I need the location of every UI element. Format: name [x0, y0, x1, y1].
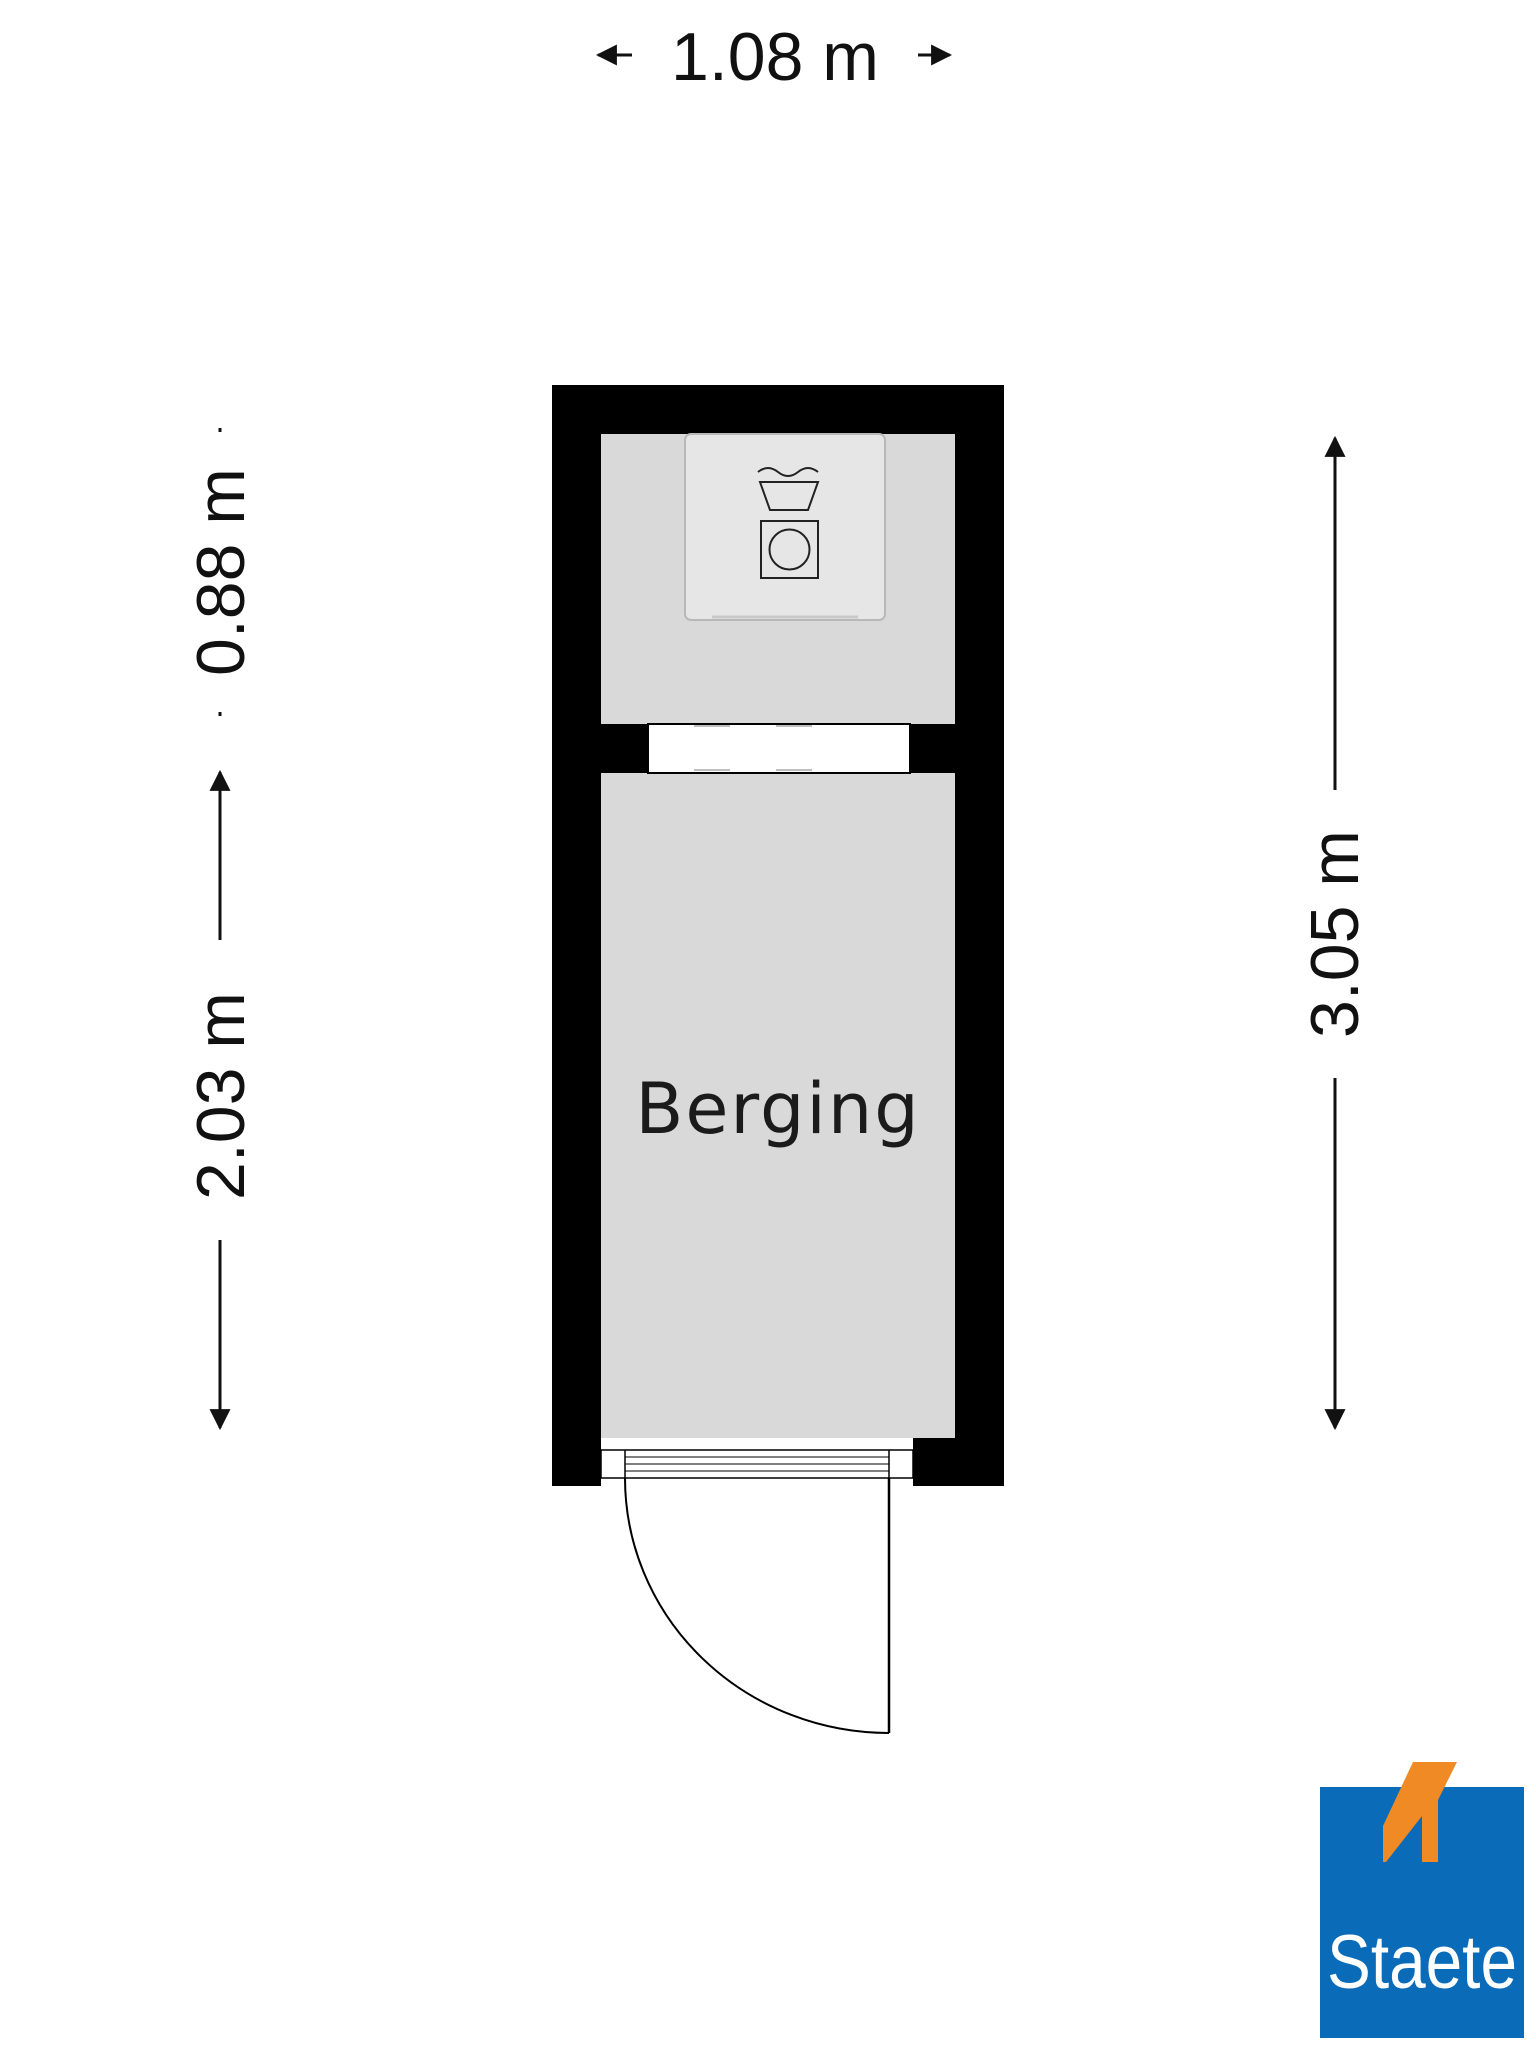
entry-door	[600, 1449, 914, 1734]
interior-doorway	[647, 723, 911, 774]
dimension-label-left-lower: 2.03 m	[183, 992, 259, 1200]
washing-machine-icon	[760, 520, 819, 579]
dimension-left-lower: 2.03 m	[183, 769, 259, 1431]
dimension-label-left-upper: 0.88 m	[183, 468, 259, 676]
staete-logo: Staete	[1320, 1762, 1524, 2038]
laundry-tub-icon	[757, 467, 820, 511]
berging-floor	[601, 773, 955, 1438]
dimension-left-upper: 0.88 m	[183, 428, 259, 716]
logo-text: Staete	[1327, 1920, 1517, 2005]
room-label-berging: Berging	[635, 1068, 920, 1150]
dimension-top-width: 1.08 m	[595, 19, 953, 95]
dimension-label-right: 3.05 m	[1297, 830, 1373, 1038]
door-swing	[624, 1477, 890, 1734]
washing-machine	[684, 433, 886, 621]
dimension-label-top: 1.08 m	[671, 19, 879, 95]
dimension-right-total: 3.05 m	[1297, 435, 1373, 1431]
